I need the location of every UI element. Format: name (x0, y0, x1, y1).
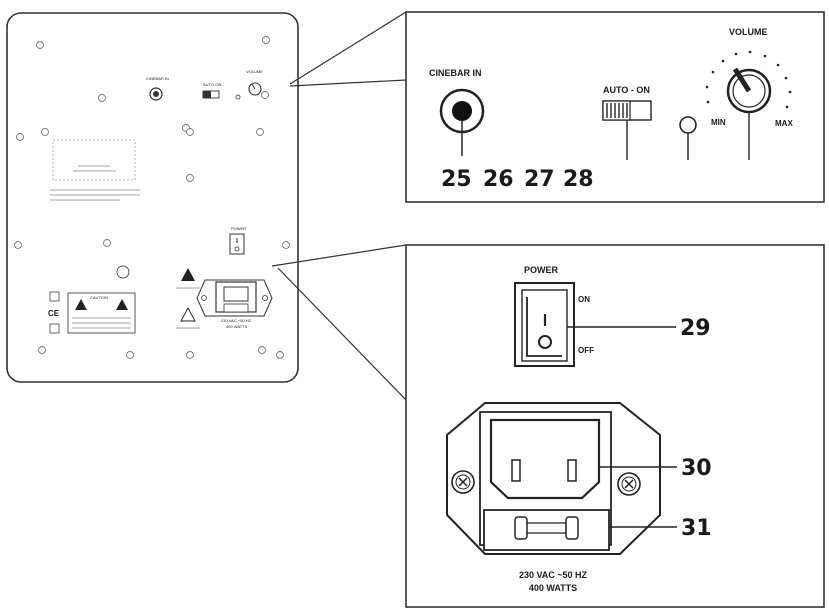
cinebar-in-jack[interactable] (439, 88, 485, 156)
svg-text:VOLUME: VOLUME (246, 69, 263, 74)
callout-26: 26 (483, 167, 514, 192)
callout-28: 28 (563, 167, 594, 192)
cinebar-in-label: CINEBAR IN (429, 68, 482, 78)
left-mount-screw (451, 470, 475, 494)
mini-cinebar-jack: CINEBAR IN (146, 76, 169, 101)
mini-power-switch: POWER (229, 226, 246, 255)
svg-text:230 VAC ~50 HZ: 230 VAC ~50 HZ (221, 318, 252, 323)
iec-socket (489, 418, 601, 500)
auto-on-label: AUTO - ON (603, 85, 650, 95)
volume-knob[interactable] (705, 50, 792, 160)
compliance-marks: CE (48, 291, 60, 334)
svg-text:POWER: POWER (231, 226, 246, 231)
model-label-plate (52, 139, 136, 181)
right-mount-screw (617, 472, 641, 496)
volume-min-label: MIN (711, 118, 726, 127)
svg-text:400 WATTS: 400 WATTS (226, 324, 248, 329)
fuse-icon (514, 516, 579, 540)
hazard-triangles (176, 268, 200, 329)
power-rating-line2: 400 WATTS (529, 583, 577, 593)
power-rocker-switch[interactable] (514, 282, 575, 367)
volume-max-label: MAX (775, 119, 793, 128)
status-led (679, 116, 697, 160)
auto-on-switch[interactable] (602, 100, 652, 160)
callout-27: 27 (524, 167, 555, 192)
power-panel-detail: POWER ON OFF 29 (405, 244, 825, 608)
power-off-label: OFF (578, 346, 594, 355)
callout-30: 30 (681, 456, 712, 481)
power-label: POWER (524, 265, 559, 275)
fuse-drawer[interactable] (483, 509, 610, 551)
mini-auto-on-switch: AUTO-ON (202, 82, 221, 99)
power-on-label: ON (578, 295, 590, 304)
zoom-leader-lines (271, 11, 407, 401)
input-panel-detail: CINEBAR IN AUTO - ON VOLUME (405, 11, 825, 203)
mini-volume-knob: VOLUME (235, 69, 263, 100)
panel-screws (14, 36, 290, 359)
mini-power-inlet: 230 VAC ~50 HZ 400 WATTS (196, 279, 273, 329)
mini-port (116, 265, 130, 279)
callout-25: 25 (441, 167, 472, 192)
svg-text:CE: CE (48, 309, 60, 318)
svg-text:CAUTION: CAUTION (90, 295, 108, 300)
warning-label: CAUTION (67, 292, 136, 334)
back-panel-overview: CINEBAR IN AUTO-ON VOLUME (6, 12, 299, 383)
svg-text:CINEBAR IN: CINEBAR IN (146, 76, 169, 81)
callout-31: 31 (681, 516, 712, 541)
fine-print-lines (50, 165, 140, 201)
power-rating-line1: 230 VAC ~50 HZ (519, 570, 588, 580)
callout-29: 29 (680, 316, 711, 341)
volume-label: VOLUME (729, 27, 768, 37)
power-inlet[interactable] (446, 402, 661, 555)
svg-text:AUTO-ON: AUTO-ON (203, 82, 221, 87)
